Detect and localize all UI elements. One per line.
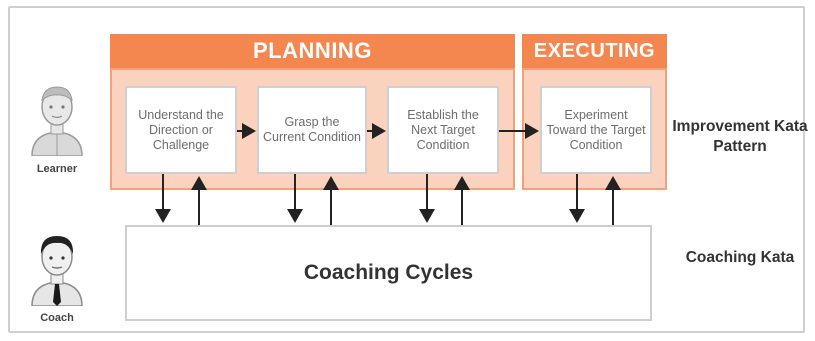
step-experiment-toward-target: Experiment Toward the Target Condition <box>540 86 652 174</box>
coach-label: Coach <box>40 312 74 324</box>
step-establish-target-condition: Establish the Next Target Condition <box>387 86 499 174</box>
learner-person-icon <box>31 86 83 156</box>
step-understand-direction: Understand the Direction or Challenge <box>125 86 237 174</box>
improvement-kata-label: Improvement Kata Pattern <box>672 118 808 155</box>
step-grasp-current-condition: Grasp the Current Condition <box>257 86 367 174</box>
coaching-kata-label: Coaching Kata <box>685 249 795 266</box>
coach-person-icon <box>31 236 83 306</box>
planning-header: PLANNING <box>110 34 515 68</box>
executing-header: EXECUTING <box>522 34 667 68</box>
learner-label: Learner <box>36 163 78 175</box>
coaching-cycles-box: Coaching Cycles <box>125 225 652 321</box>
